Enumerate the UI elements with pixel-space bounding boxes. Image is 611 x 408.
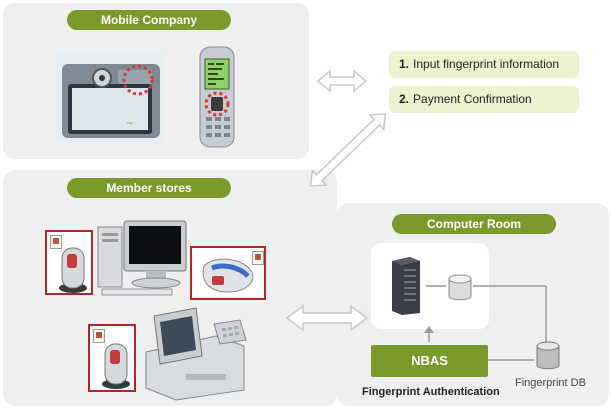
svg-text:~: ~ bbox=[126, 119, 134, 129]
database-cylinder-icon bbox=[447, 274, 473, 302]
mobile-phone-image bbox=[196, 45, 240, 151]
pda-device-image: ~ bbox=[56, 54, 165, 142]
pos-terminal-image bbox=[136, 306, 252, 402]
windows-logo-icon bbox=[252, 251, 264, 265]
diagonal-double-arrow-icon bbox=[306, 110, 390, 190]
fingerprint-reader-box-1 bbox=[45, 230, 93, 295]
step-2-number: 2. bbox=[399, 92, 410, 106]
computer-room-title: Computer Room bbox=[392, 214, 556, 234]
windows-logo-icon bbox=[50, 235, 62, 249]
horizontal-double-arrow-icon bbox=[285, 304, 369, 332]
double-arrow-icon bbox=[316, 69, 368, 93]
fingerprint-db-icon bbox=[535, 341, 561, 371]
step-1-text: Input fingerprint information bbox=[413, 57, 560, 71]
mobile-company-title: Mobile Company bbox=[67, 10, 231, 30]
step-1-box: 1.Input fingerprint information bbox=[389, 51, 579, 78]
member-stores-title: Member stores bbox=[67, 178, 231, 198]
nbas-box: NBAS bbox=[371, 345, 488, 377]
step-2-text: Payment Confirmation bbox=[413, 92, 532, 106]
fingerprint-reader-box-2 bbox=[88, 324, 136, 392]
fingerprint-authentication-label: Fingerprint Authentication bbox=[362, 386, 500, 398]
fingerprint-db-label: Fingerprint DB bbox=[515, 377, 586, 389]
server-tower-icon bbox=[390, 255, 422, 315]
step-1-number: 1. bbox=[399, 57, 410, 71]
windows-logo-icon bbox=[93, 329, 105, 343]
desktop-computer-image bbox=[96, 217, 192, 297]
step-2-box: 2.Payment Confirmation bbox=[389, 86, 579, 113]
fingerprint-mouse-box bbox=[190, 246, 266, 300]
